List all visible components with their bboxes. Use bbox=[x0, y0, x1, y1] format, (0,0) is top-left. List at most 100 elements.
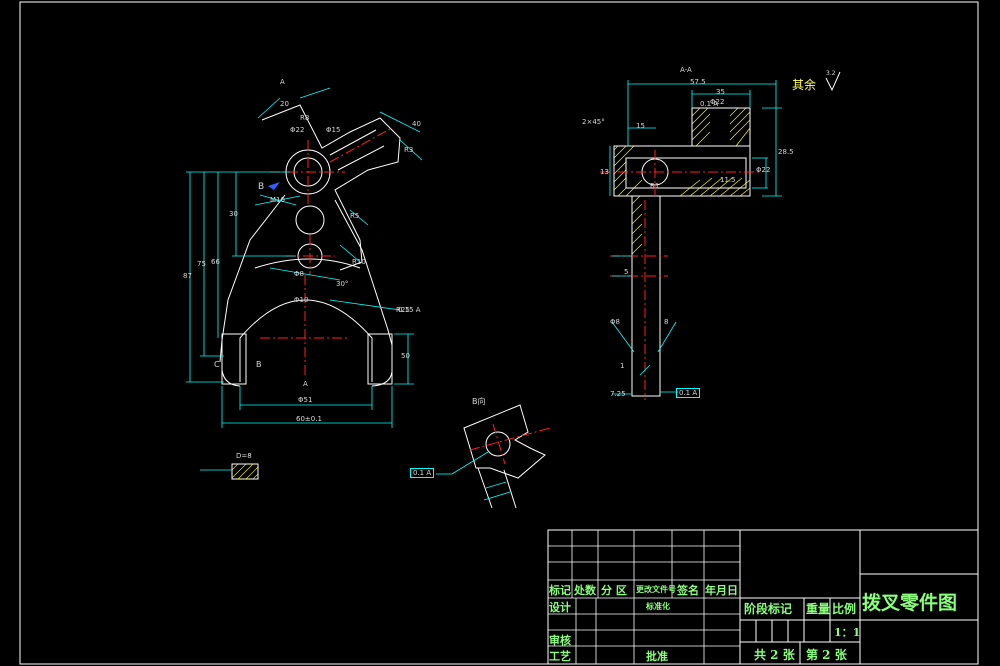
side-top-body bbox=[613, 145, 751, 197]
dim-side: Φ22 bbox=[710, 98, 725, 106]
key-detail-hatch bbox=[231, 463, 259, 480]
tolerance-frame-b-view: 0.1 A bbox=[410, 468, 435, 478]
key-detail bbox=[231, 463, 259, 480]
tb-design-label: 设计 bbox=[549, 601, 571, 614]
dim-front: Φ22 bbox=[290, 126, 305, 134]
title-block-left-grid bbox=[548, 530, 740, 664]
fork-outer-left bbox=[221, 335, 241, 387]
tb-standard-label: 标准化 bbox=[646, 601, 670, 611]
dim-side: 28.5 bbox=[778, 148, 794, 156]
dim-side: 15 bbox=[636, 122, 645, 130]
middle-web bbox=[254, 258, 361, 269]
front-view bbox=[219, 104, 401, 387]
surface-finish-note: 其余 bbox=[792, 78, 817, 92]
dim-side: 1 bbox=[620, 362, 625, 370]
drawing-title: 拨叉零件图 bbox=[862, 592, 958, 614]
tb-header-mark: 标记 bbox=[549, 584, 571, 597]
dim-front: Φ15 bbox=[326, 126, 341, 134]
drawing-border bbox=[19, 1, 979, 665]
tb-header-count: 处数 bbox=[574, 584, 596, 597]
dim-side: 7.25 bbox=[610, 390, 626, 398]
body-outline bbox=[219, 194, 393, 363]
side-dimensions bbox=[609, 80, 782, 395]
tb-process-label: 工艺 bbox=[549, 650, 571, 663]
b-view-title: B向 bbox=[472, 397, 486, 406]
dim-front: 75 bbox=[197, 260, 206, 268]
dim-front: R8 bbox=[300, 114, 310, 122]
tb-check-label: 审核 bbox=[549, 634, 571, 647]
dim-front: R3 bbox=[404, 146, 414, 154]
tb-sheet-number: 第 2 张 bbox=[806, 648, 847, 662]
surface-finish-symbol bbox=[825, 71, 841, 92]
tb-scale-value: 1：1 bbox=[834, 626, 861, 639]
dim-front: Φ51 bbox=[298, 396, 313, 404]
dim-side: Φ22 bbox=[756, 166, 771, 174]
view-marker-b2: B bbox=[256, 360, 262, 369]
dim-front: 30° bbox=[336, 280, 349, 288]
tolerance-frame-side: 0.1 A bbox=[676, 388, 701, 398]
fork-pad-right bbox=[367, 333, 393, 385]
side-boss bbox=[691, 107, 751, 147]
dim-front: 50 bbox=[401, 352, 410, 360]
front-dimensions bbox=[186, 87, 423, 428]
dim-side: Φ8 bbox=[610, 318, 620, 326]
surface-finish-value: 3.2 bbox=[826, 70, 836, 77]
section-marker-a-top: A bbox=[280, 78, 285, 86]
dim-side: 13 bbox=[600, 168, 609, 176]
side-arm bbox=[631, 195, 661, 397]
dim-front: Φ10 bbox=[294, 296, 309, 304]
tb-sheets-total: 共 2 张 bbox=[754, 648, 795, 662]
tb-header-date: 年月日 bbox=[705, 584, 738, 597]
dim-front: M10 bbox=[270, 196, 285, 204]
dim-front: 60±0.1 bbox=[296, 415, 322, 423]
dim-side: 11.5 bbox=[720, 176, 736, 184]
tb-stage-label: 阶段标记 bbox=[744, 602, 793, 616]
b-view-hole bbox=[485, 431, 511, 457]
dim-front: 87 bbox=[183, 272, 192, 280]
b-view-stem bbox=[477, 467, 517, 509]
dim-side: R1 bbox=[650, 182, 660, 190]
section-title-a: A-A bbox=[680, 66, 692, 74]
dim-front: 66 bbox=[211, 258, 220, 266]
tb-header-change: 更改文件号 bbox=[636, 584, 676, 594]
tolerance-frame-front: 0.15 A bbox=[398, 306, 421, 314]
tolerance-datum: A bbox=[692, 389, 698, 397]
fork-pad-left bbox=[221, 333, 247, 385]
b-view bbox=[463, 404, 546, 509]
tb-scale-label: 比例 bbox=[832, 602, 857, 616]
dim-front: 20 bbox=[280, 100, 289, 108]
tb-weight-label: 重量 bbox=[806, 602, 831, 616]
fork-arm-outline bbox=[261, 104, 401, 271]
tb-header-zone: 分 区 bbox=[601, 584, 627, 597]
dim-front: 40 bbox=[412, 120, 421, 128]
side-view bbox=[613, 107, 751, 397]
b-view-leaders bbox=[436, 451, 511, 501]
dim-side: 2×45° bbox=[582, 118, 605, 126]
tb-header-sign: 签名 bbox=[677, 584, 699, 597]
b-arrow-marker bbox=[268, 182, 280, 190]
b-view-centerlines bbox=[469, 423, 551, 465]
view-marker-c: C bbox=[214, 360, 220, 369]
dim-front: R25 bbox=[396, 306, 410, 314]
dim-front: Φ8 bbox=[294, 270, 304, 278]
dim-side: 57.5 bbox=[690, 78, 706, 86]
b-view-outline bbox=[463, 404, 546, 479]
dim-front: R5 bbox=[350, 212, 360, 220]
fork-outer-right bbox=[371, 335, 393, 387]
title-block bbox=[547, 529, 979, 665]
tolerance-value: 0.1 bbox=[679, 389, 691, 397]
side-bore bbox=[625, 157, 747, 189]
dim-side: 5 bbox=[624, 268, 629, 276]
key-detail-label: D=8 bbox=[236, 452, 252, 460]
fork-inner-arc bbox=[239, 299, 373, 382]
dim-front: R10 bbox=[352, 258, 366, 266]
dim-side: 8 bbox=[664, 318, 669, 326]
middle-boss-outline bbox=[295, 205, 325, 235]
view-marker-b: B bbox=[258, 182, 265, 192]
dim-front: 30 bbox=[229, 210, 238, 218]
tolerance-frame-side-top: 0.1 A bbox=[700, 100, 719, 108]
slot-outline bbox=[329, 129, 385, 171]
tb-approve-label: 批准 bbox=[646, 650, 668, 663]
dim-side: 35 bbox=[716, 88, 725, 96]
